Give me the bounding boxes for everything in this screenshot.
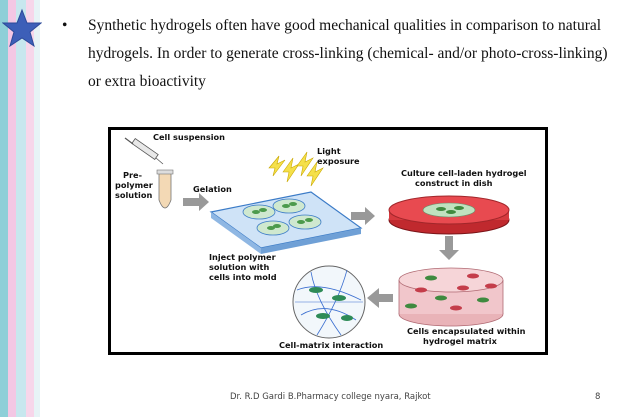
label-solution: solution <box>115 190 152 200</box>
label-inject-3: cells into mold <box>209 272 277 282</box>
light-bolt-icon <box>268 151 324 187</box>
label-cell-matrix: Cell-matrix interaction <box>279 340 383 350</box>
arrow-icon <box>367 288 393 308</box>
decor-stripe <box>26 0 34 417</box>
label-pre: Pre- <box>123 170 142 180</box>
arrow-icon <box>351 207 375 225</box>
label-polymer: polymer <box>115 180 154 190</box>
arrow-icon <box>183 193 209 211</box>
label-inject-2: solution with <box>209 262 269 272</box>
cell-matrix-icon <box>292 265 366 339</box>
bullet-paragraph: • Synthetic hydrogels often have good me… <box>62 12 622 96</box>
mold-plate <box>209 191 363 254</box>
label-inject-1: Inject polymer <box>209 252 277 262</box>
tube-icon <box>156 169 174 209</box>
decor-stripe <box>16 0 26 417</box>
label-cell-suspension: Cell suspension <box>153 132 225 142</box>
label-gelation: Gelation <box>193 184 232 194</box>
footer-credit: Dr. R.D Gardi B.Pharmacy college nyara, … <box>230 392 431 402</box>
label-encap-2: hydrogel matrix <box>423 336 498 346</box>
star-icon <box>2 8 42 48</box>
syringe-icon <box>124 137 164 165</box>
petri-dish-icon <box>388 195 510 235</box>
hydrogel-process-figure: Cell suspension Pre- polymer solution Ge… <box>108 127 548 355</box>
hydrogel-construct-icon <box>398 267 504 327</box>
label-exposure: exposure <box>317 156 360 166</box>
decor-stripe <box>34 0 40 417</box>
page-number: 8 <box>595 392 601 402</box>
hydrogel-diagram: Cell suspension Pre- polymer solution Ge… <box>115 132 527 350</box>
label-culture-2: construct in dish <box>415 178 493 188</box>
arrow-down-icon <box>439 236 459 260</box>
bullet-marker: • <box>62 17 68 34</box>
decor-stripe <box>0 0 8 417</box>
label-culture-1: Culture cell-laden hydrogel <box>401 168 527 178</box>
label-encap-1: Cells encapsulated within <box>407 326 526 336</box>
bullet-text: Synthetic hydrogels often have good mech… <box>88 17 608 90</box>
decor-stripe <box>8 0 16 417</box>
label-light: Light <box>317 146 341 156</box>
